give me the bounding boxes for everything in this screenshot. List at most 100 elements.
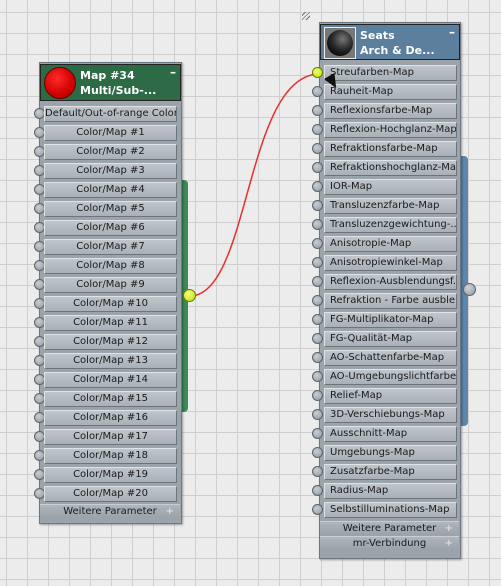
input-slot[interactable]: Color/Map #9 [34, 276, 194, 294]
resize-grip[interactable] [302, 12, 310, 20]
expand-icon[interactable]: + [444, 523, 453, 534]
input-slot[interactable]: Color/Map #3 [34, 162, 194, 180]
input-port[interactable] [312, 257, 323, 268]
input-slot[interactable]: Anisotropie-Map [312, 235, 472, 253]
slot-label: Color/Map #8 [44, 258, 177, 274]
input-slot[interactable]: Transluzenzfarbe-Map [312, 197, 472, 215]
input-port[interactable] [312, 86, 323, 97]
slot-label: Color/Map #2 [44, 144, 177, 160]
input-slot[interactable]: Relief-Map [312, 387, 472, 405]
input-port[interactable] [312, 352, 323, 363]
input-port[interactable] [312, 485, 323, 496]
input-slot[interactable]: Color/Map #10 [34, 295, 194, 313]
input-slot[interactable]: Color/Map #19 [34, 466, 194, 484]
slot-label: Reflexionsfarbe-Map [324, 103, 457, 119]
input-slot[interactable]: Ausschnitt-Map [312, 425, 472, 443]
input-port[interactable] [312, 181, 323, 192]
input-slot[interactable]: Color/Map #11 [34, 314, 194, 332]
input-slot[interactable]: FG-Multiplikator-Map [312, 311, 472, 329]
input-port[interactable] [312, 371, 323, 382]
input-port[interactable] [312, 219, 323, 230]
slot-label: Color/Map #4 [44, 182, 177, 198]
input-slot[interactable]: Color/Map #12 [34, 333, 194, 351]
input-slot[interactable]: Color/Map #1 [34, 124, 194, 142]
input-port[interactable] [312, 295, 323, 306]
slot-label: 3D-Verschiebungs-Map [324, 407, 457, 423]
minimize-button[interactable]: – [170, 65, 176, 79]
input-port[interactable] [312, 67, 323, 78]
input-slot[interactable]: Refraktionsfarbe-Map [312, 140, 472, 158]
input-slot[interactable]: Reflexion-Hochglanz-Map [312, 121, 472, 139]
input-port[interactable] [312, 238, 323, 249]
input-slot[interactable]: Color/Map #6 [34, 219, 194, 237]
connection-wire[interactable] [189, 73, 319, 297]
more-parameters-rollout[interactable]: Weitere Parameter + [320, 521, 459, 535]
input-slot[interactable]: Color/Map #14 [34, 371, 194, 389]
input-slot[interactable]: 3D-Verschiebungs-Map [312, 406, 472, 424]
input-slot[interactable]: Color/Map #8 [34, 257, 194, 275]
slot-label: Ausschnitt-Map [324, 426, 457, 442]
input-port[interactable] [312, 162, 323, 173]
input-port[interactable] [312, 105, 323, 116]
node-subtitle: Arch & De... [360, 44, 435, 57]
input-port[interactable] [312, 409, 323, 420]
input-slot[interactable]: FG-Qualität-Map [312, 330, 472, 348]
input-port[interactable] [312, 466, 323, 477]
slot-label: Color/Map #17 [44, 429, 177, 445]
input-port[interactable] [312, 124, 323, 135]
input-slot[interactable]: Umgebungs-Map [312, 444, 472, 462]
input-slot[interactable]: AO-Umgebungslichtfarbe... [312, 368, 472, 386]
input-slot[interactable]: Reflexionsfarbe-Map [312, 102, 472, 120]
input-port[interactable] [312, 428, 323, 439]
more-parameters-rollout[interactable]: Weitere Parameter + [40, 504, 180, 518]
slot-label: Relief-Map [324, 388, 457, 404]
expand-icon[interactable]: + [165, 506, 174, 517]
input-slot[interactable]: IOR-Map [312, 178, 472, 196]
expand-icon[interactable]: + [444, 538, 453, 549]
input-slot[interactable]: Refraktion - Farbe ausble... [312, 292, 472, 310]
input-slot[interactable]: Color/Map #20 [34, 485, 194, 503]
footer-label: Weitere Parameter [63, 506, 157, 517]
input-slot[interactable]: Color/Map #2 [34, 143, 194, 161]
input-slot[interactable]: Color/Map #13 [34, 352, 194, 370]
node-header[interactable]: Map #34 Multi/Sub-... – [40, 64, 181, 101]
minimize-button[interactable]: – [449, 25, 455, 39]
output-port[interactable] [463, 283, 476, 296]
input-slot[interactable]: Color/Map #7 [34, 238, 194, 256]
input-slot[interactable]: Reflexion-Ausblendungsf... [312, 273, 472, 291]
input-slot[interactable]: Streufarben-Map [312, 64, 472, 82]
input-slot[interactable]: Color/Map #16 [34, 409, 194, 427]
input-port[interactable] [312, 447, 323, 458]
input-slot[interactable]: Transluzenzgewichtung-... [312, 216, 472, 234]
footer-label: mr-Verbindung [352, 538, 427, 549]
input-slot[interactable]: Color/Map #5 [34, 200, 194, 218]
node-header[interactable]: Seats Arch & De... – [320, 24, 460, 60]
input-port[interactable] [312, 333, 323, 344]
input-slot[interactable]: Rauheit-Map [312, 83, 472, 101]
input-slot[interactable]: Radius-Map [312, 482, 472, 500]
input-slot[interactable]: Color/Map #15 [34, 390, 194, 408]
input-slot[interactable]: AO-Schattenfarbe-Map [312, 349, 472, 367]
input-port[interactable] [312, 276, 323, 287]
input-port[interactable] [312, 200, 323, 211]
slot-label: FG-Qualität-Map [324, 331, 457, 347]
output-port[interactable] [183, 289, 196, 302]
mr-connection-rollout[interactable]: mr-Verbindung + [320, 536, 459, 550]
input-port[interactable] [312, 390, 323, 401]
slot-label: Color/Map #20 [44, 486, 177, 502]
input-slot[interactable]: Default/Out-of-range Color [34, 105, 194, 123]
input-slot[interactable]: Refraktionshochglanz-Map [312, 159, 472, 177]
input-slot[interactable]: Zusatzfarbe-Map [312, 463, 472, 481]
slot-label: Refraktionshochglanz-Map [324, 160, 457, 176]
input-port[interactable] [312, 143, 323, 154]
material-preview-thumbnail[interactable] [324, 27, 356, 59]
input-slot[interactable]: Anisotropiewinkel-Map [312, 254, 472, 272]
input-slot[interactable]: Color/Map #18 [34, 447, 194, 465]
input-slot[interactable]: Color/Map #17 [34, 428, 194, 446]
input-slot[interactable]: Selbstilluminations-Map [312, 501, 472, 519]
input-slot[interactable]: Color/Map #4 [34, 181, 194, 199]
input-port[interactable] [312, 504, 323, 515]
material-preview-thumbnail[interactable] [44, 67, 76, 99]
input-port[interactable] [312, 314, 323, 325]
slot-label: Color/Map #18 [44, 448, 177, 464]
